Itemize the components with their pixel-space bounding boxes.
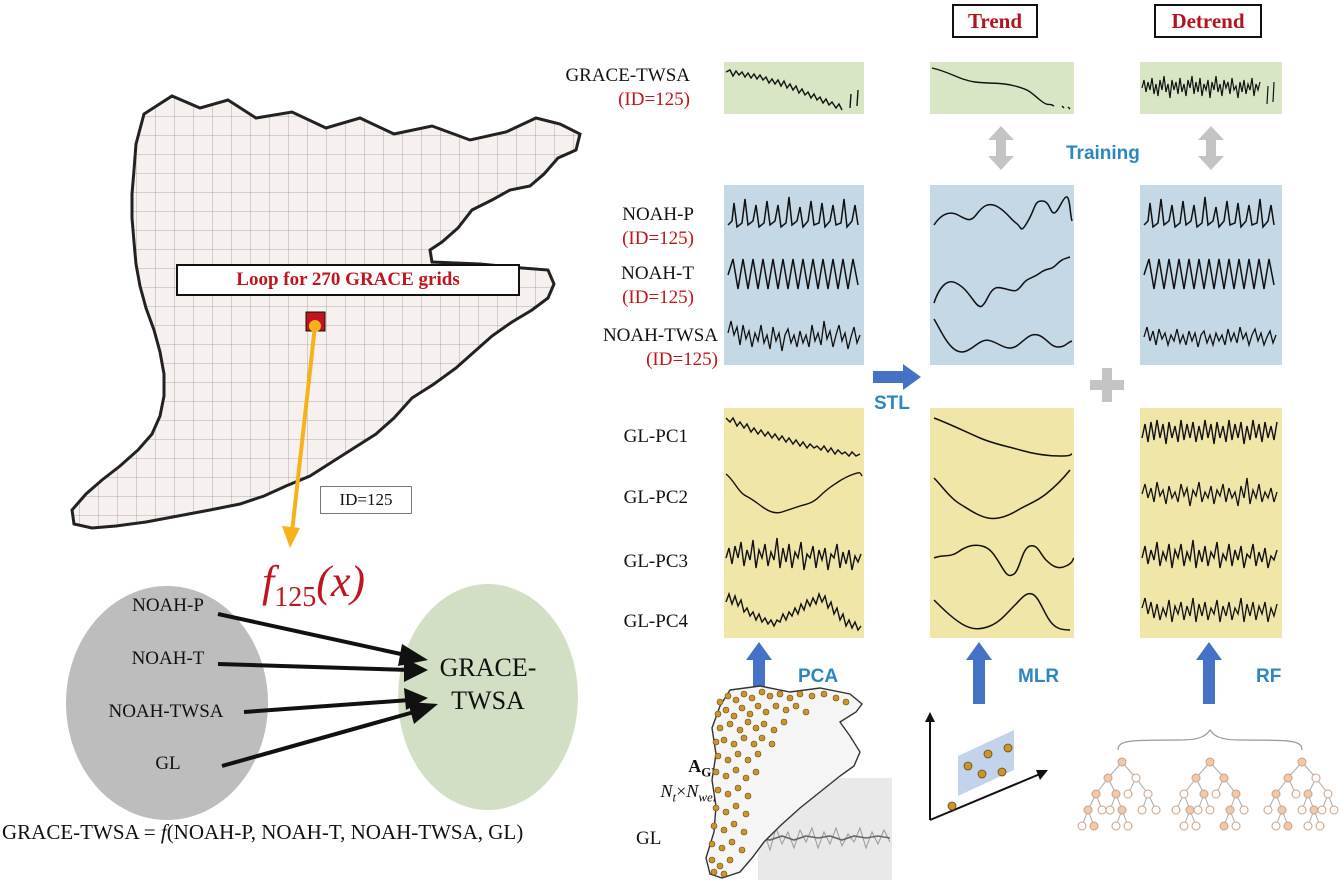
trend-header: Trend — [952, 4, 1038, 38]
mlr-label: MLR — [1018, 666, 1060, 687]
oval-input-noah-t: NOAH-T — [131, 648, 205, 669]
gl-well-map — [705, 685, 892, 880]
noah-p-id: (ID=125) — [622, 228, 694, 249]
plus-icon — [1090, 368, 1124, 402]
oval-output-label-2: TWSA — [451, 686, 525, 715]
stl-label: STL — [874, 393, 910, 414]
grace-twsa-name: GRACE-TWSA — [565, 65, 690, 86]
function-arg: (x) — [316, 557, 366, 606]
rf-label: RF — [1256, 666, 1282, 687]
gl-matrix-label: AGL Nt×Nwell — [602, 756, 720, 805]
oval-input-gl: GL — [155, 753, 181, 774]
stl-arrow — [873, 364, 921, 390]
noah-raw-panel — [724, 185, 864, 365]
noah-p-name: NOAH-P — [622, 204, 694, 225]
loop-label: Loop for 270 GRACE grids — [176, 264, 520, 296]
pca-label: PCA — [798, 666, 839, 687]
formula-args: (NOAH-P, NOAH-T, NOAH-TWSA, GL) — [166, 820, 524, 844]
mlr-3d-plot — [925, 712, 1048, 821]
training-label: Training — [1066, 143, 1140, 164]
grace-grid-map — [70, 94, 582, 530]
mlr-arrow — [966, 642, 992, 704]
input-oval — [66, 586, 268, 820]
grace-trend-panel — [930, 62, 1074, 114]
grace-twsa-id: (ID=125) — [618, 89, 690, 110]
rf-arrow — [1196, 642, 1222, 704]
gl-pc2-label: GL-PC2 — [623, 487, 688, 508]
gl-pc1-label: GL-PC1 — [623, 426, 688, 447]
gl-dims-times: × — [676, 780, 687, 801]
function-f: f — [262, 557, 275, 606]
noah-twsa-id: (ID=125) — [646, 349, 718, 370]
oval-input-noah-p: NOAH-P — [132, 595, 204, 616]
function-label: f125(x) — [262, 556, 365, 614]
noah-twsa-name: NOAH-TWSA — [602, 325, 718, 346]
formula-f: f — [160, 820, 167, 844]
rf-forest — [1077, 728, 1339, 831]
output-oval — [398, 584, 578, 810]
gl-matrix-symbol: A — [688, 756, 702, 776]
formula: GRACE-TWSA = f(NOAH-P, NOAH-T, NOAH-TWSA… — [2, 820, 523, 845]
function-sub: 125 — [274, 581, 317, 613]
noah-twsa-label: NOAH-TWSA (ID=125) — [560, 324, 718, 372]
training-arrow-detrend — [1198, 126, 1224, 170]
gl-detrend-panel — [1140, 408, 1282, 638]
detrend-header: Detrend — [1154, 4, 1262, 38]
orange-arrow — [282, 320, 321, 548]
gl-pc3-label: GL-PC3 — [623, 551, 688, 572]
oval-input-noah-twsa: NOAH-TWSA — [108, 701, 224, 722]
gl-trend-panel — [930, 408, 1074, 638]
gl-dims-n: N — [660, 780, 673, 801]
id-label: ID=125 — [320, 486, 412, 514]
gl-pc4-label: GL-PC4 — [623, 611, 688, 632]
oval-output-label-1: GRACE- — [439, 653, 537, 682]
gl-raw-panel — [724, 408, 864, 638]
training-arrow-trend — [988, 126, 1014, 170]
formula-lhs: GRACE-TWSA = — [2, 820, 161, 844]
grace-raw-panel — [724, 62, 864, 114]
noah-trend-panel — [930, 185, 1074, 365]
gl-text: GL — [636, 828, 662, 849]
grace-detrend-panel — [1140, 62, 1282, 114]
pca-arrow — [746, 642, 772, 704]
noah-t-label: NOAH-T (ID=125) — [560, 262, 694, 310]
noah-t-id: (ID=125) — [622, 287, 694, 308]
noah-p-label: NOAH-P (ID=125) — [560, 203, 694, 251]
gl-dims-n2: N — [686, 780, 699, 801]
noah-detrend-panel — [1140, 185, 1282, 365]
grace-twsa-label: GRACE-TWSA (ID=125) — [560, 64, 690, 112]
gl-dims-t: t — [672, 789, 677, 805]
noah-t-name: NOAH-T — [621, 263, 694, 284]
input-arrows — [217, 612, 438, 768]
